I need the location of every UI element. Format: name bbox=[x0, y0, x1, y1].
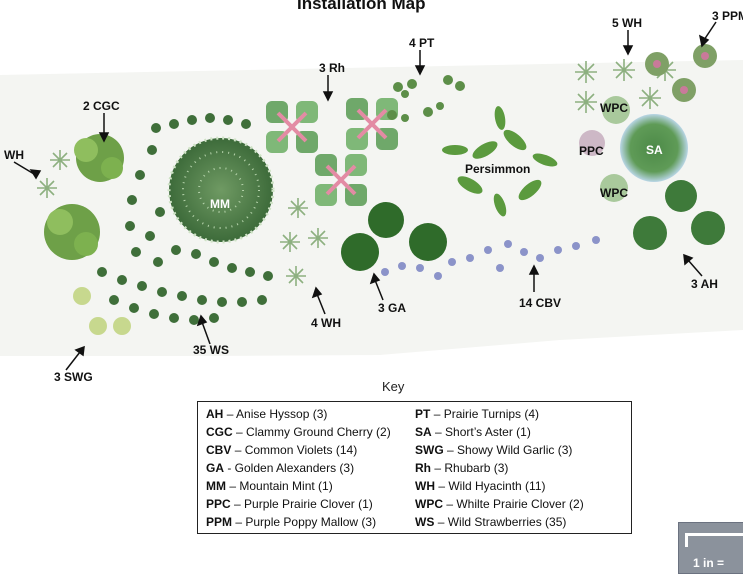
mm-plant bbox=[167, 136, 275, 244]
key-item: CGC – Clammy Ground Cherry (2) bbox=[206, 425, 391, 439]
planting-bed bbox=[0, 60, 743, 356]
label-ppm: 3 PPM bbox=[712, 9, 743, 23]
label-rh: 3 Rh bbox=[319, 61, 346, 75]
label-wh-bottom: 4 WH bbox=[311, 316, 341, 330]
label-wpc-bottom: WPC bbox=[600, 186, 628, 200]
key-item: CBV – Common Violets (14) bbox=[206, 443, 358, 457]
label-cbv: 14 CBV bbox=[519, 296, 562, 310]
ws-plants bbox=[97, 113, 273, 325]
cbv-plants bbox=[381, 236, 600, 280]
key-item: PT – Prairie Turnips (4) bbox=[415, 407, 540, 421]
label-swg: 3 SWG bbox=[54, 370, 93, 384]
label-mm: MM bbox=[210, 197, 230, 211]
label-ah: 3 AH bbox=[691, 277, 718, 291]
prairie-clover-plants bbox=[579, 96, 630, 202]
scale-bar: 1 in = bbox=[678, 522, 743, 574]
cgc-plants bbox=[44, 134, 124, 260]
key-item: WH – Wild Hyacinth (11) bbox=[415, 479, 546, 493]
label-ws: 35 WS bbox=[193, 343, 230, 357]
key-item: AH – Anise Hyssop (3) bbox=[206, 407, 328, 421]
label-wh-left: WH bbox=[4, 148, 24, 162]
key-item: SA – Short’s Aster (1) bbox=[415, 425, 531, 439]
key-item: SWG – Showy Wild Garlic (3) bbox=[415, 443, 573, 457]
pt-plants bbox=[387, 75, 465, 122]
label-cgc: 2 CGC bbox=[83, 99, 120, 113]
rhubarb-plants bbox=[266, 98, 398, 206]
key-title: Key bbox=[382, 379, 405, 394]
label-sa: SA bbox=[646, 143, 663, 157]
sa-plant bbox=[620, 114, 688, 182]
key-item: WS – Wild Strawberries (35) bbox=[415, 515, 567, 529]
ga-plants bbox=[341, 202, 447, 271]
swg-plants bbox=[73, 287, 131, 335]
scale-text: 1 in = bbox=[693, 556, 725, 570]
ppm-plants bbox=[645, 44, 717, 102]
label-pt: 4 PT bbox=[409, 36, 435, 50]
key-item: MM – Mountain Mint (1) bbox=[206, 479, 333, 493]
label-wh-top: 5 WH bbox=[612, 16, 642, 30]
label-ga: 3 GA bbox=[378, 301, 407, 315]
label-ppc: PPC bbox=[579, 144, 604, 158]
arrows bbox=[13, 21, 717, 371]
ah-plants bbox=[633, 180, 725, 250]
key-item: GA - Golden Alexanders (3) bbox=[206, 461, 355, 475]
label-wpc-top: WPC bbox=[600, 101, 628, 115]
key-item: Rh – Rhubarb (3) bbox=[415, 461, 509, 475]
scale-line-icon bbox=[685, 533, 743, 547]
key-item: PPM – Purple Poppy Mallow (3) bbox=[206, 515, 377, 529]
key-item: WPC – Whilte Prairie Clover (2) bbox=[415, 497, 584, 511]
key-item: PPC – Purple Prairie Clover (1) bbox=[206, 497, 373, 511]
persimmon-tree bbox=[442, 106, 558, 217]
key-box: AH – Anise Hyssop (3) CGC – Clammy Groun… bbox=[197, 401, 632, 534]
label-persimmon: Persimmon bbox=[465, 162, 531, 176]
map-title: Installation Map bbox=[297, 0, 426, 13]
